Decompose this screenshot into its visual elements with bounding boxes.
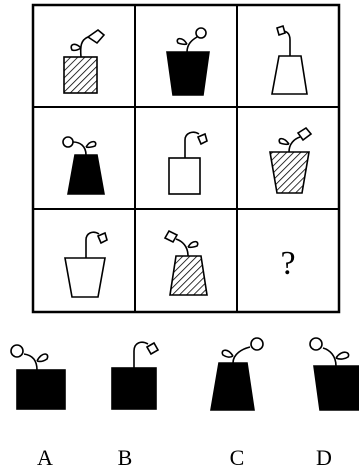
- option-c-plant-icon[interactable]: [211, 338, 263, 410]
- option-d-plant-icon[interactable]: [310, 338, 359, 410]
- cell-r1c1-plant-icon: [64, 30, 104, 93]
- option-a-plant-icon[interactable]: [11, 345, 65, 409]
- option-b-plant-icon[interactable]: [112, 342, 158, 409]
- cell-r2c3-plant-icon: [270, 128, 311, 193]
- cell-r1c2-plant-icon: [167, 28, 209, 95]
- cell-r1c3-plant-icon: [272, 26, 307, 94]
- question-mark: ?: [280, 245, 295, 282]
- option-b-label[interactable]: B: [110, 446, 140, 470]
- option-a-label[interactable]: A: [30, 446, 60, 470]
- cell-r3c1-plant-icon: [65, 232, 107, 297]
- cell-r3c2-plant-icon: [165, 231, 207, 295]
- option-c-label[interactable]: C: [222, 446, 252, 470]
- cell-r2c2-plant-icon: [169, 132, 207, 194]
- option-d-label[interactable]: D: [309, 446, 339, 470]
- cell-r2c1-plant-icon: [63, 137, 104, 194]
